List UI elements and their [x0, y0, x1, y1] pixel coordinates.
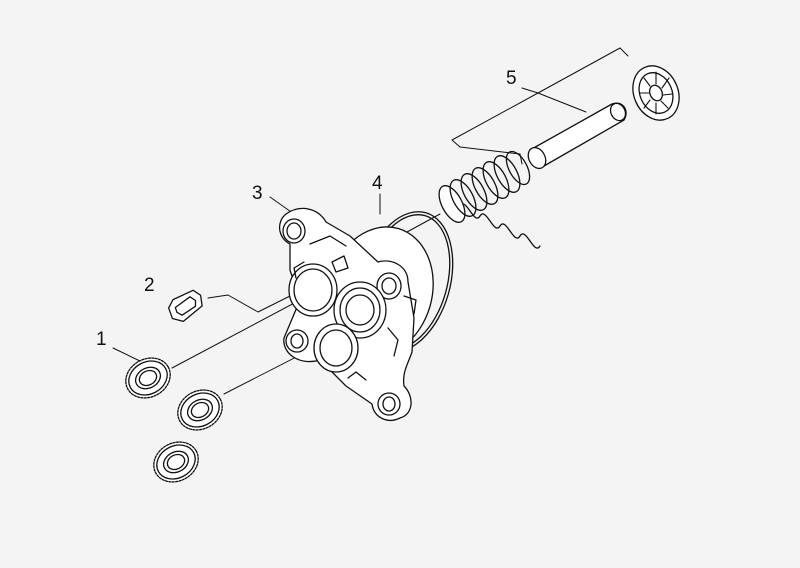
- leader-5-low: [459, 146, 521, 155]
- callout-part-5: 5: [506, 68, 517, 89]
- callout-part-2: 2: [144, 275, 155, 296]
- shaft-seal-bottom: [153, 441, 199, 483]
- shaft-seal-middle: [177, 389, 223, 431]
- leader-2: [207, 290, 301, 313]
- small-gasket: [167, 289, 203, 323]
- callout-part-1: 1: [96, 329, 107, 350]
- star-retainer: [632, 65, 680, 121]
- callout-part-4: 4: [372, 173, 383, 194]
- leader-1-a: [112, 347, 143, 363]
- leader-5-top-tick: [619, 47, 629, 57]
- valve-spring: [438, 150, 541, 249]
- callout-part-3: 3: [252, 183, 263, 204]
- valve-pin: [527, 102, 627, 170]
- leader-5-main: [451, 87, 539, 148]
- shaft-seal-top: [125, 357, 171, 399]
- leader-5-top: [537, 47, 621, 94]
- leader-5-mid: [537, 92, 587, 113]
- valve-housing: [279, 207, 434, 421]
